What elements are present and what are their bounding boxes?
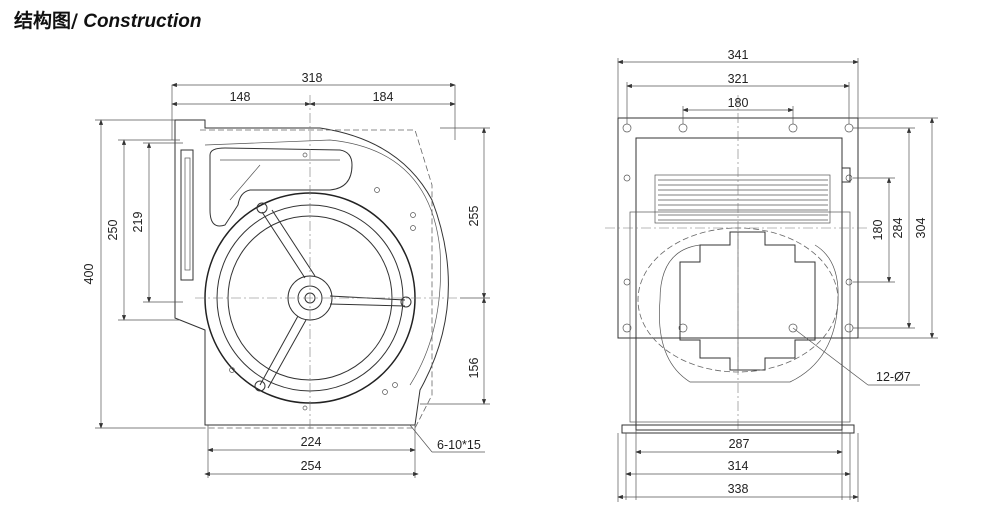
louver-frame	[654, 174, 831, 224]
hole	[374, 187, 380, 193]
mount-hole	[788, 323, 798, 333]
spoke-bolt-bottom	[254, 380, 266, 392]
dim-180-right: 180	[871, 220, 885, 241]
dim-287: 287	[729, 437, 750, 451]
hole	[229, 367, 235, 373]
mount-hole	[623, 174, 631, 182]
dim-250: 250	[106, 220, 120, 241]
mount-hole	[678, 123, 688, 133]
dim-180-top: 180	[728, 96, 749, 110]
motor-bracket	[209, 147, 353, 227]
housing-body	[635, 137, 843, 431]
inlet-ring	[659, 244, 839, 383]
dim-338: 338	[728, 482, 749, 496]
scroll-inner	[204, 139, 441, 386]
dim-314: 314	[728, 459, 749, 473]
hole	[302, 405, 308, 411]
mount-hole	[622, 323, 632, 333]
spoke-bottom	[259, 315, 307, 389]
leader-12-7	[792, 327, 869, 386]
hole	[410, 212, 416, 218]
dim-400: 400	[82, 264, 96, 285]
hole	[410, 225, 416, 231]
spoke-right	[329, 295, 406, 307]
dim-318: 318	[302, 71, 323, 85]
dim-12-7: 12-Ø7	[876, 370, 911, 384]
side-view: 318 148 184 400 250 219 255 156 224	[82, 71, 490, 478]
title-en: Construction	[83, 11, 202, 32]
dim-224: 224	[301, 435, 322, 449]
mount-hole	[622, 123, 632, 133]
bracket-detail	[220, 159, 340, 201]
mount-hole	[845, 278, 853, 286]
mount-hole	[845, 174, 853, 182]
dim-6-10x15: 6-10*15	[437, 438, 481, 452]
dim-284: 284	[891, 218, 905, 239]
frame-dashed	[200, 129, 433, 429]
side-frame	[629, 211, 851, 423]
leader-6-10x15	[409, 424, 433, 453]
bottom-flange	[621, 424, 855, 434]
dim-321: 321	[728, 72, 749, 86]
dim-156: 156	[467, 358, 481, 379]
mount-hole	[844, 123, 854, 133]
dim-219: 219	[131, 212, 145, 233]
mount-hole	[844, 323, 854, 333]
flange-slot	[184, 157, 191, 271]
hole	[302, 152, 308, 158]
dim-255: 255	[467, 206, 481, 227]
front-view: 341 321 180 180 284 304 12-Ø7 287	[605, 48, 938, 502]
mount-hole	[788, 123, 798, 133]
hole	[392, 382, 398, 388]
title-cn: 结构图/	[14, 10, 78, 32]
mount-hole	[678, 323, 688, 333]
housing-outline	[174, 119, 449, 426]
mount-hole	[623, 278, 631, 286]
dim-341: 341	[728, 48, 749, 62]
dim-148: 148	[230, 90, 251, 104]
louver-lines	[658, 179, 828, 221]
spoke-bolt-right	[400, 296, 412, 308]
page-title: 结构图/ Construction	[14, 6, 201, 33]
cable-gland	[841, 167, 851, 183]
spoke-bolt-top	[256, 202, 268, 214]
motor-body	[679, 231, 816, 371]
spoke-top	[261, 209, 316, 279]
dim-304: 304	[914, 218, 928, 239]
left-flange	[180, 149, 194, 281]
dim-184: 184	[373, 90, 394, 104]
hole	[382, 389, 388, 395]
dim-254: 254	[301, 459, 322, 473]
